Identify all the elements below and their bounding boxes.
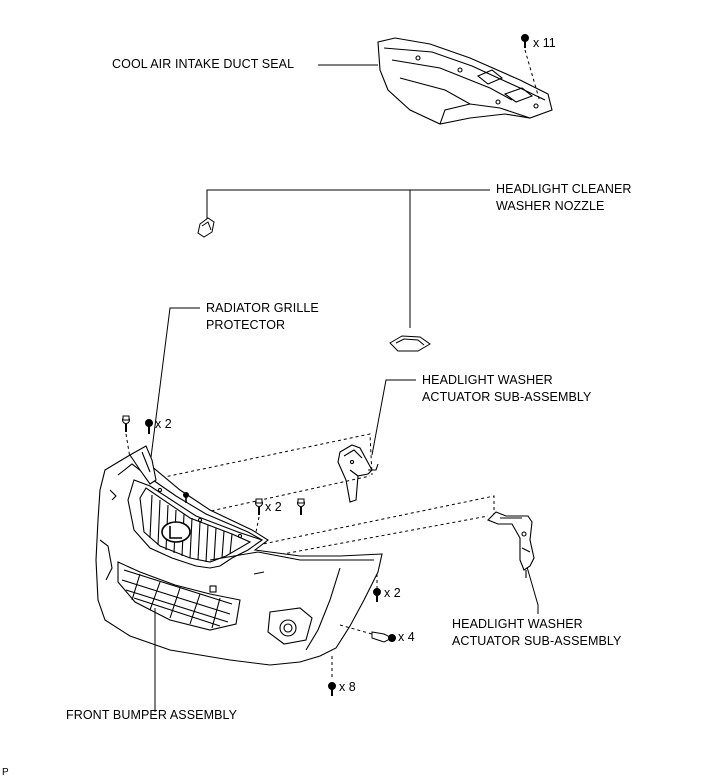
clip-center-quantity: x 2: [265, 500, 282, 514]
nozzle-leader: [206, 189, 490, 219]
actuator-upper-label-line2: ACTUATOR SUB-ASSEMBLY: [422, 390, 592, 404]
clip-icon: [255, 498, 263, 515]
clip-icon: [521, 34, 529, 48]
grille-protector-label-line1: RADIATOR GRILLE: [206, 301, 319, 315]
actuator-upper-part: [337, 444, 379, 503]
bolt-side-quantity: x 4: [398, 630, 415, 644]
duct-seal-label: COOL AIR INTAKE DUCT SEAL: [112, 57, 295, 71]
grille-protector-label-line2: PROTECTOR: [206, 318, 286, 332]
clip-icon: [145, 419, 153, 434]
actuator-upper-dashed-bracket: [149, 433, 373, 481]
nozzle-cap-left: [197, 217, 215, 238]
actuator-lower-part: [487, 511, 535, 578]
screw-icon: [373, 588, 381, 602]
clip-icon: [297, 498, 305, 515]
grille-protector-leader: [149, 307, 200, 466]
screw-side-quantity: x 2: [384, 586, 401, 600]
actuator-upper-label-line1: HEADLIGHT WASHER: [422, 373, 553, 387]
clip-icon: [328, 682, 336, 696]
nozzle-label-line2: WASHER NOZZLE: [496, 199, 605, 213]
clip-icon: [122, 415, 130, 432]
grille-protector-part: [129, 445, 157, 485]
actuator-lower-leader: [524, 559, 539, 614]
clip-duct-quantity: x 11: [533, 36, 556, 50]
bolt-icon: [371, 631, 396, 643]
nozzle-label-line1: HEADLIGHT CLEANER: [496, 182, 632, 196]
actuator-upper-leader: [371, 379, 416, 456]
actuator-lower-dashed-bracket: [257, 495, 495, 546]
figure-code: P: [2, 767, 9, 778]
actuator-lower-label-line1: HEADLIGHT WASHER: [452, 617, 583, 631]
nozzle-cap-right: [389, 335, 431, 352]
clip-bottom-quantity: x 8: [339, 680, 356, 694]
clip-grille-quantity: x 2: [155, 417, 172, 431]
front-bumper-label: FRONT BUMPER ASSEMBLY: [66, 708, 238, 722]
actuator-lower-label-line2: ACTUATOR SUB-ASSEMBLY: [452, 634, 622, 648]
clip-icon: [183, 492, 189, 503]
front-bumper-part: [95, 454, 383, 666]
duct-seal-part: [377, 37, 553, 125]
